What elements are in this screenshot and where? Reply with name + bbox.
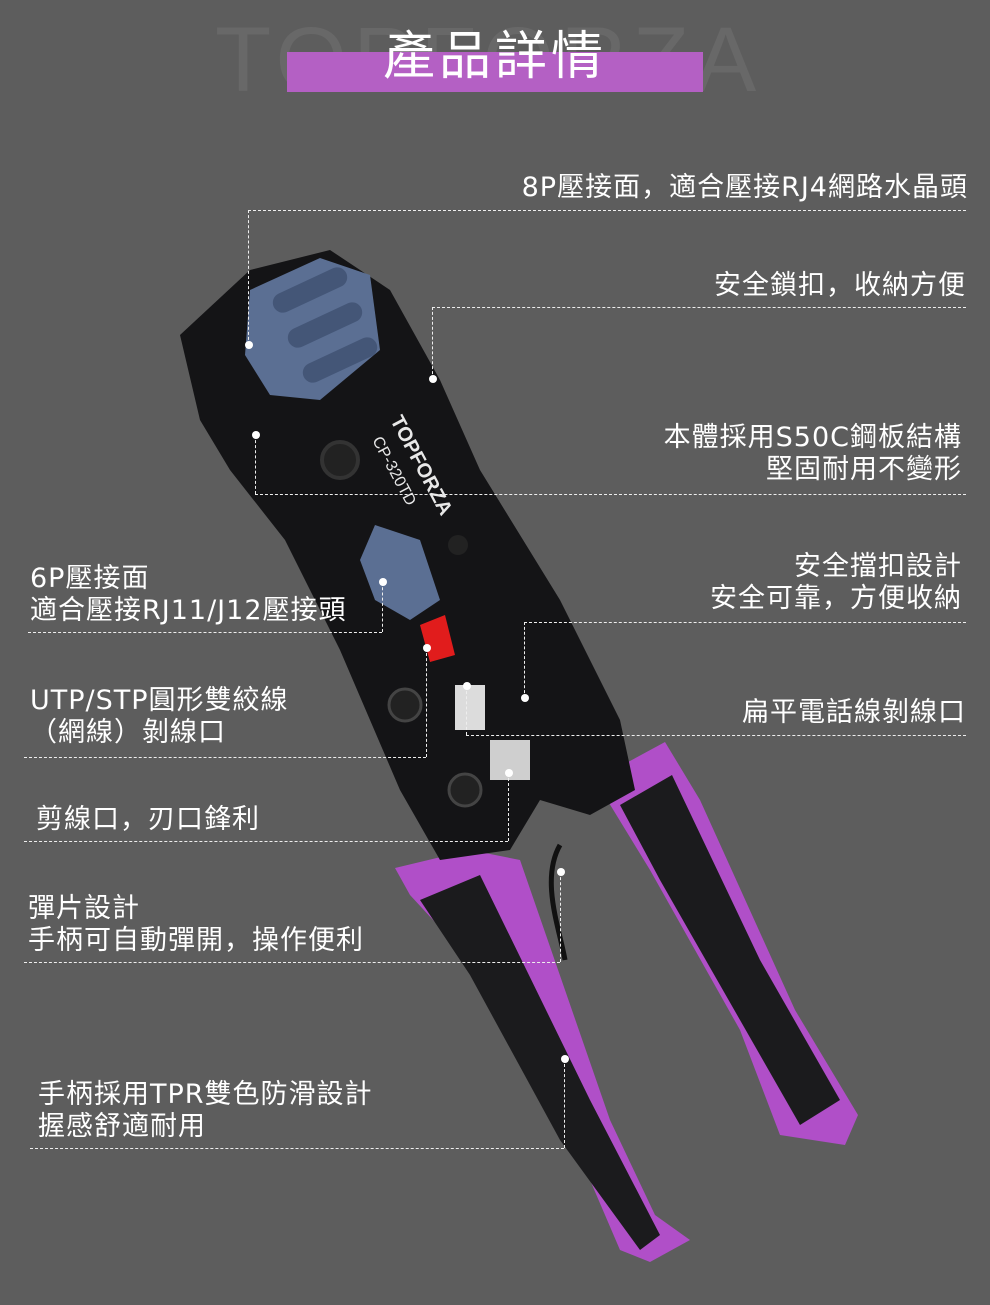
leader-line bbox=[508, 773, 509, 841]
annotation-handle-line2: 握感舒適耐用 bbox=[38, 1111, 206, 1142]
leader-line bbox=[382, 582, 383, 632]
annotation-8p-crimp: 8P壓接面，適合壓接RJ4網路水晶頭 bbox=[521, 172, 968, 203]
marker-dot bbox=[463, 682, 471, 690]
leader-line bbox=[255, 435, 256, 494]
leader-line bbox=[466, 735, 966, 736]
annotation-body-line2: 堅固耐用不變形 bbox=[766, 454, 962, 485]
marker-dot bbox=[521, 694, 529, 702]
annotation-utp-line1: UTP/STP圓形雙絞線 bbox=[30, 685, 289, 716]
annotation-spring-line2: 手柄可自動彈開，操作便利 bbox=[28, 925, 364, 956]
marker-dot bbox=[379, 578, 387, 586]
leader-line bbox=[466, 686, 467, 735]
page-title: 產品詳情 bbox=[382, 27, 607, 87]
leader-line bbox=[524, 622, 525, 698]
annotation-6p-line1: 6P壓接面 bbox=[30, 563, 150, 594]
annotation-safety-lock: 安全鎖扣，收納方便 bbox=[714, 270, 966, 301]
annotation-cutter: 剪線口，刃口鋒利 bbox=[36, 804, 260, 835]
annotation-handle-line1: 手柄採用TPR雙色防滑設計 bbox=[38, 1079, 373, 1110]
marker-dot bbox=[505, 769, 513, 777]
leader-line bbox=[432, 307, 966, 308]
leader-line bbox=[24, 841, 508, 842]
leader-line bbox=[30, 1148, 564, 1149]
leader-line bbox=[248, 210, 249, 345]
spring-wire bbox=[548, 843, 568, 961]
marker-dot bbox=[423, 644, 431, 652]
annotation-safety-stop-line2: 安全可靠，方便收納 bbox=[710, 583, 962, 614]
marker-dot bbox=[561, 1055, 569, 1063]
leader-line bbox=[248, 210, 966, 211]
annotation-spring-line1: 彈片設計 bbox=[28, 893, 140, 924]
marker-dot bbox=[252, 431, 260, 439]
tool-body bbox=[180, 250, 635, 860]
leader-line bbox=[28, 632, 382, 633]
annotation-flat-strip: 扁平電話線剝線口 bbox=[742, 697, 966, 728]
leader-line bbox=[24, 962, 560, 963]
annotation-body-line1: 本體採用S50C鋼板結構 bbox=[663, 422, 962, 453]
leader-line bbox=[426, 648, 427, 757]
marker-dot bbox=[245, 341, 253, 349]
title-highlight-bar bbox=[287, 52, 703, 92]
marker-dot bbox=[557, 868, 565, 876]
annotation-utp-line2: （網線）剝線口 bbox=[30, 717, 226, 748]
leader-line bbox=[24, 757, 426, 758]
annotation-safety-stop-line1: 安全擋扣設計 bbox=[794, 551, 962, 582]
annotation-6p-line2: 適合壓接RJ11/J12壓接頭 bbox=[30, 595, 347, 626]
right-handle bbox=[595, 742, 858, 1145]
leader-line bbox=[560, 872, 561, 962]
leader-line bbox=[432, 307, 433, 379]
leader-line bbox=[524, 622, 966, 623]
leader-line bbox=[255, 494, 966, 495]
leader-line bbox=[564, 1059, 565, 1148]
marker-dot bbox=[429, 375, 437, 383]
left-handle bbox=[395, 850, 690, 1262]
